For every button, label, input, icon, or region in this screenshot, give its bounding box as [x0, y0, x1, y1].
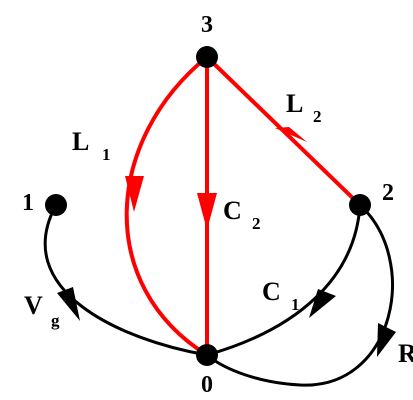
- node-0-dot: [196, 344, 218, 366]
- node-2-dot: [349, 194, 371, 216]
- label-Vg: V: [24, 291, 43, 320]
- arrow-C1: [309, 289, 336, 318]
- branch-C1: [206, 204, 362, 357]
- label-L2: L: [286, 89, 303, 118]
- label-C2-sub: 2: [252, 214, 261, 233]
- label-L1-sub: 1: [102, 145, 111, 164]
- label-C2: C: [223, 196, 242, 225]
- node-0-label: 0: [201, 372, 213, 398]
- label-C1: C: [262, 277, 281, 306]
- label-Vg-sub: g: [51, 311, 60, 330]
- branch-Vg: [43, 204, 208, 357]
- arrow-R: [377, 323, 396, 357]
- label-C1-sub: 1: [291, 295, 300, 314]
- arrow-L1: [125, 176, 144, 212]
- arrow-L2: [275, 127, 307, 142]
- node-1-dot: [45, 194, 67, 216]
- arrow-Vg: [57, 287, 80, 321]
- branch-R: [206, 203, 394, 387]
- node-1-label: 1: [22, 190, 34, 216]
- label-L1: L: [72, 127, 89, 156]
- arrow-C2: [197, 193, 217, 230]
- label-R: R: [398, 339, 413, 368]
- node-2-label: 2: [382, 180, 394, 206]
- node-3-dot: [196, 46, 218, 68]
- branch-L1: [124, 55, 209, 357]
- node-3-label: 3: [201, 12, 213, 38]
- label-L2-sub: 2: [313, 107, 322, 126]
